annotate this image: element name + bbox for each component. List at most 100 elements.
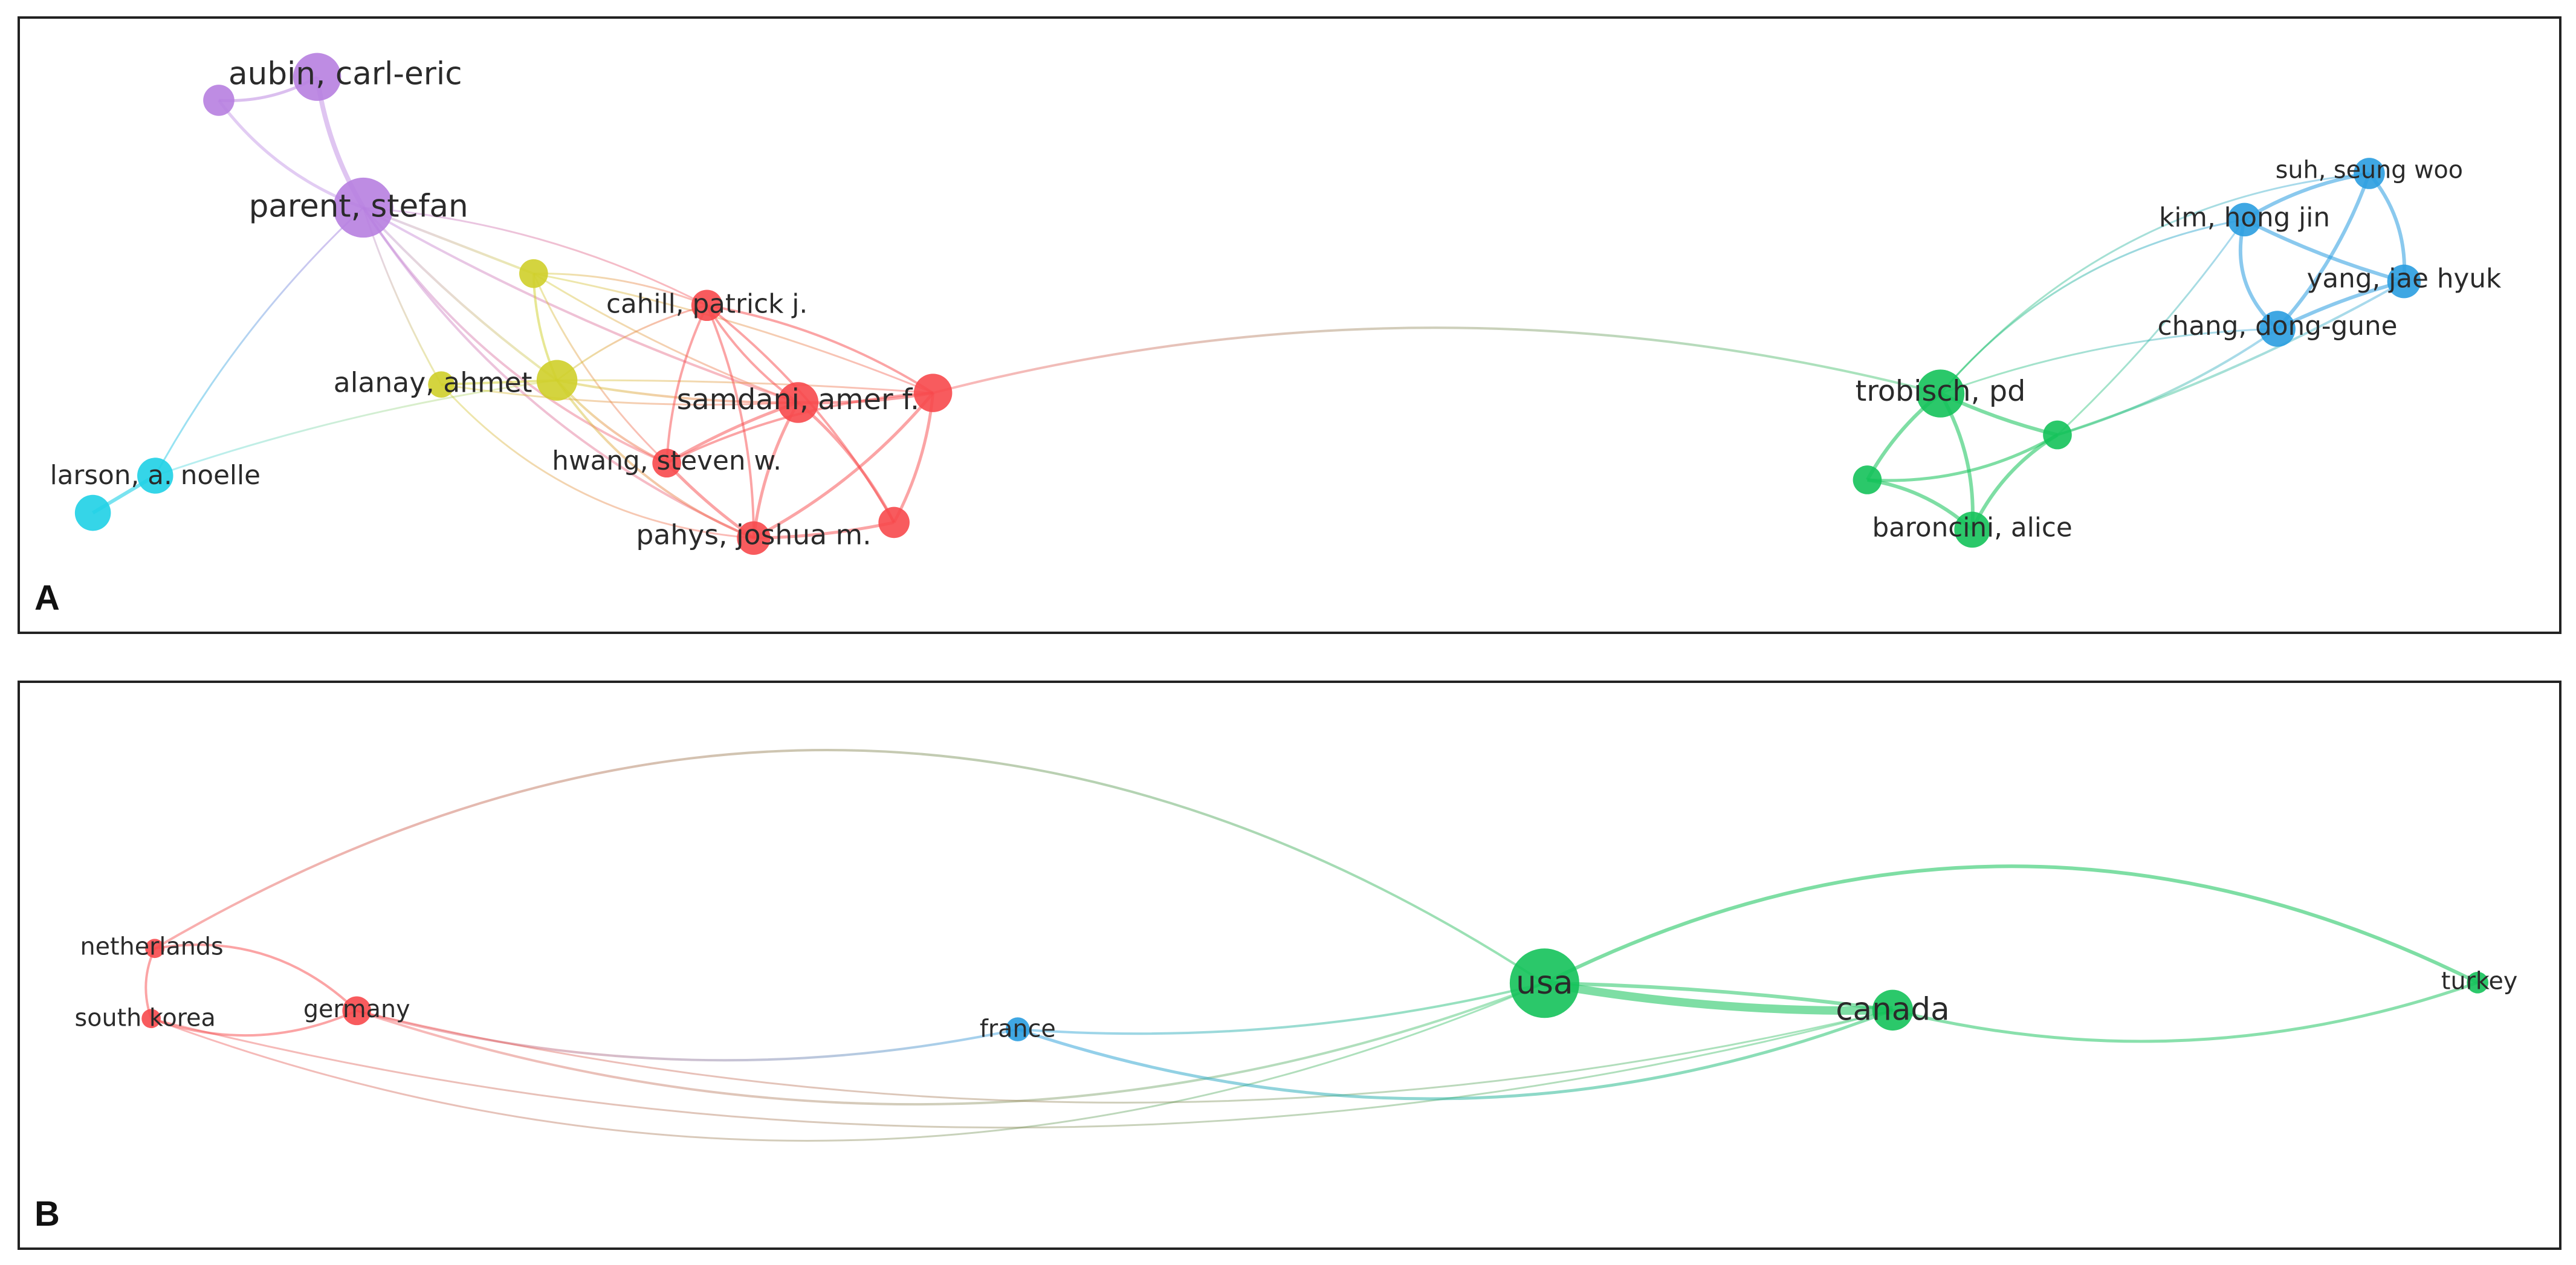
node-g2[interactable] [2043,420,2072,450]
panel-b-country-network: netherlands south korea germany france usa ca… [18,681,2561,1250]
node-label-larson: larson, a. noelle [50,460,261,491]
edge-y1-r3 [533,273,934,394]
edge-usa-canada [1544,981,1893,1012]
node-suh[interactable] [2354,158,2385,189]
edge-parent-alanay [362,207,558,381]
node-trobisch[interactable] [1916,369,1965,418]
node-hwang[interactable] [652,448,681,478]
node-baroncini[interactable] [1954,511,1990,548]
edge-usa-turkey [1544,864,2479,985]
node-pahys[interactable] [737,521,771,555]
node-label-baroncini: baroncini, alice [1872,512,2072,543]
edge-g2-chang [2057,328,2279,436]
edge-parent-larson [154,207,364,476]
node-label-hwang: hwang, steven w. [552,445,782,476]
node-layer [141,939,2489,1041]
label-layer: netherlands south korea germany france usa ca… [75,933,2518,1043]
node-yang[interactable] [2387,264,2421,299]
edge-netherlands-germany [154,943,358,1012]
node-r3[interactable] [913,374,953,412]
label-layer: aubin, carl-eric parent, stefan alanay, ah… [50,56,2502,551]
node-label-france: france [980,1015,1056,1043]
edge-southkorea-usa [150,982,1545,1142]
node-france[interactable] [1006,1017,1030,1041]
edge-southkorea-canada [150,1009,1893,1129]
country-collaboration-network-graph: netherlands south korea germany france usa ca… [75,749,2518,1142]
panel-a-coauthorship-network: aubin, carl-eric parent, stefan alanay, ah… [18,16,2561,634]
edge-parent-cahill [363,207,708,306]
node-y1[interactable] [519,259,548,288]
node-label-germany: germany [303,995,410,1023]
node-label-pahys: pahys, joshua m. [636,519,871,551]
node-netherlands[interactable] [145,939,164,959]
edge-g2-yang [2057,280,2405,436]
edge-southkorea-germany [150,1009,358,1037]
edge-y3-pahys [440,384,754,539]
node-c2[interactable] [74,494,111,531]
edge-trobisch-chang [1940,328,2278,395]
edge-cahill-hwang [665,305,708,464]
node-label-usa: usa [1516,963,1573,1001]
edge-usa-canada [1544,979,1893,1015]
edge-y3-samdani [441,383,798,406]
edge-netherlands-usa [154,749,1545,985]
node-germany[interactable] [342,996,372,1026]
edge-canada-turkey [1892,981,2478,1043]
node-y3[interactable] [428,371,455,398]
node-label-suh: suh, seung woo [2276,157,2463,184]
coauthorship-network-graph: aubin, carl-eric parent, stefan alanay, ah… [50,53,2502,555]
edge-trobisch-kim [1940,218,2245,395]
edge-france-usa [1017,982,1545,1035]
edge-cahill-pahys [705,305,755,539]
node-aubin[interactable] [293,53,341,101]
node-samdani[interactable] [777,382,819,423]
panel-label-b: B [34,1194,60,1234]
edge-germany-france [356,1009,1018,1062]
node-label-southkorea: south korea [75,1005,216,1032]
node-label-kim: kim, hong jin [2159,202,2330,233]
edge-y1-samdani [533,273,798,404]
edge-g2-g3 [1867,433,2059,482]
node-g3[interactable] [1853,465,1882,494]
node-r6[interactable] [878,506,910,539]
edge-suh-chang [2276,172,2371,330]
edge-alanay-samdani [557,379,798,404]
node-label-turkey: turkey [2441,967,2517,995]
node-label-yang: yang, jae hyuk [2307,264,2502,294]
edge-trobisch-suh [1940,172,2370,395]
node-label-trobisch: trobisch, pd [1856,375,2026,408]
node-turkey[interactable] [2467,971,2489,994]
edge-r3-pahys [752,392,934,540]
edge-germany-canada [356,1009,1893,1104]
edge-g2-kim [2056,219,2245,436]
node-canada[interactable] [1872,989,1914,1031]
node-p2[interactable] [203,85,235,116]
edge-pahys-r6 [753,520,895,540]
edge-alanay-pahys [555,380,754,540]
edge-alanay-r3 [557,379,933,394]
node-label-canada: canada [1836,991,1950,1027]
edge-r3-trobisch [933,326,1941,395]
node-label-alanay: alanay, ahmet [334,367,532,399]
edge-y1-hwang [532,273,668,464]
edge-france-canada [1017,1009,1894,1101]
edge-alanay-cahill [556,304,707,381]
edge-alanay-larson [155,379,557,477]
node-layer [74,53,2421,555]
node-label-chang: chang, dong-gune [2158,311,2398,341]
node-parent[interactable] [333,177,393,238]
node-alanay[interactable] [536,360,578,401]
edge-germany-usa [356,982,1545,1106]
node-label-aubin: aubin, carl-eric [228,56,462,92]
node-chang[interactable] [2259,311,2296,347]
node-label-samdani: samdani, amer f. [677,383,919,416]
node-label-cahill: cahill, patrick j. [606,288,807,319]
node-cahill[interactable] [691,290,723,322]
edge-y1-cahill [533,273,708,306]
node-usa[interactable] [1509,948,1579,1018]
node-kim[interactable] [2227,202,2262,237]
node-larson[interactable] [137,458,173,494]
node-label-netherlands: netherlands [80,933,224,961]
node-southkorea[interactable] [141,1009,161,1029]
node-label-parent: parent, stefan [249,189,468,225]
